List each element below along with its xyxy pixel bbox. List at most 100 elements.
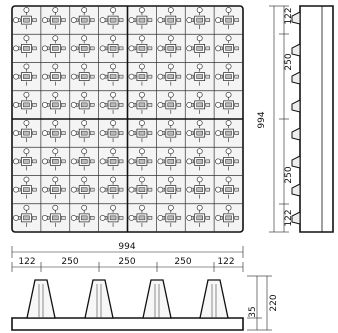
cell-notch	[118, 74, 124, 79]
cell-hole	[52, 91, 59, 98]
height-base: 35	[248, 306, 258, 317]
cell-notch	[147, 187, 153, 192]
cell-notch	[118, 18, 124, 22]
cell-hole	[196, 63, 203, 70]
cell-hole	[99, 17, 106, 24]
cell-hole	[186, 158, 193, 165]
cell-core	[80, 159, 88, 164]
cell-notch	[147, 216, 153, 220]
cell-hole	[167, 35, 174, 42]
cell-notch	[89, 187, 95, 192]
cell-notch	[176, 46, 182, 51]
cell-notch	[89, 216, 95, 220]
cell-hole	[128, 130, 135, 137]
cell-notch	[147, 46, 153, 51]
cell-core	[80, 130, 88, 136]
height-dimension-chain	[247, 275, 272, 331]
cell-hole	[196, 91, 203, 98]
cell-core	[109, 187, 117, 192]
cell-core	[196, 74, 203, 79]
cell-notch	[118, 159, 124, 164]
cell-hole	[128, 101, 135, 108]
cell-core	[138, 187, 146, 192]
cell-hole	[128, 73, 135, 80]
cell-core	[225, 130, 232, 136]
elevation-leg	[142, 279, 172, 319]
cell-notch	[118, 187, 124, 192]
bottom-dim-1: 122	[18, 257, 35, 267]
cell-hole	[52, 176, 59, 183]
top-view-grid	[11, 5, 244, 233]
cell-notch	[89, 103, 95, 107]
cell-hole	[23, 35, 30, 42]
cell-hole	[196, 120, 203, 126]
cell-core	[109, 159, 117, 164]
cell-hole	[70, 45, 77, 52]
cell-hole	[215, 130, 222, 137]
front-elevation	[11, 279, 244, 331]
profile-tooth	[291, 155, 301, 169]
cell-core	[23, 102, 30, 108]
cell-hole	[139, 7, 145, 13]
cell-core	[167, 17, 175, 23]
cell-notch	[61, 18, 66, 22]
cell-notch	[61, 159, 66, 164]
cell-hole	[128, 45, 135, 52]
cell-hole	[110, 7, 116, 13]
cell-hole	[13, 17, 19, 24]
cell-core	[52, 74, 59, 79]
cell-hole	[23, 176, 30, 183]
cell-hole	[81, 35, 88, 42]
cell-core	[167, 74, 175, 79]
cell-hole	[70, 214, 77, 221]
cell-hole	[225, 148, 232, 155]
cell-core	[80, 74, 88, 79]
cell-notch	[61, 131, 66, 135]
cell-core	[52, 215, 59, 221]
cell-hole	[99, 101, 106, 108]
cell-hole	[128, 158, 135, 165]
cell-core	[80, 46, 88, 51]
cell-notch	[32, 74, 37, 79]
cell-core	[138, 17, 146, 23]
cell-notch	[118, 103, 124, 107]
cell-hole	[99, 214, 106, 221]
cell-notch	[147, 103, 153, 107]
bottom-dimension-chain	[11, 246, 244, 272]
cell-hole	[41, 17, 48, 24]
cell-core	[167, 46, 175, 51]
cell-notch	[234, 131, 239, 135]
cell-hole	[215, 214, 222, 221]
cell-hole	[157, 101, 164, 108]
cell-hole	[23, 63, 30, 70]
cell-hole	[139, 91, 145, 98]
cell-core	[225, 17, 232, 23]
cell-core	[52, 102, 59, 108]
cell-hole	[186, 45, 193, 52]
cell-core	[23, 215, 30, 221]
cell-core	[225, 46, 232, 51]
cell-hole	[139, 120, 145, 126]
elevation-leg	[26, 279, 56, 319]
cell-hole	[157, 73, 164, 80]
cell-core	[196, 130, 203, 136]
cell-notch	[61, 46, 66, 51]
cell-hole	[186, 186, 193, 193]
cell-hole	[70, 17, 77, 24]
cell-hole	[70, 73, 77, 80]
cell-core	[23, 187, 30, 192]
cell-hole	[52, 63, 59, 70]
cell-hole	[110, 204, 116, 211]
cell-hole	[225, 120, 232, 126]
cell-notch	[205, 187, 210, 192]
cell-core	[138, 159, 146, 164]
cell-core	[196, 187, 203, 192]
cell-hole	[13, 73, 19, 80]
cell-core	[23, 130, 30, 136]
cell-hole	[157, 130, 164, 137]
cell-notch	[118, 46, 124, 51]
cell-notch	[118, 216, 124, 220]
cell-notch	[32, 216, 37, 220]
profile-tooth	[291, 127, 301, 141]
cell-hole	[128, 214, 135, 221]
